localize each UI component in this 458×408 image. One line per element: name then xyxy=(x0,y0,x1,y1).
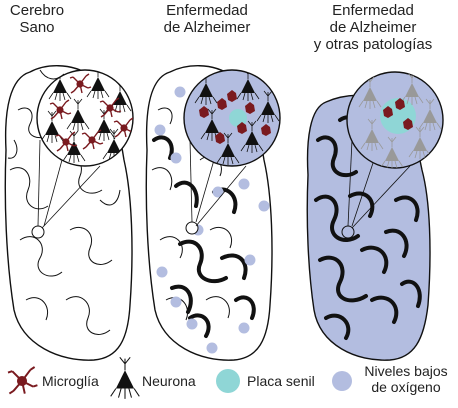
neuron-icon xyxy=(110,356,140,400)
microglia-icon xyxy=(7,366,39,395)
zoom-healthy xyxy=(36,69,134,229)
legend-label-low-oxygen: Niveles bajos de oxígeno xyxy=(364,363,448,395)
zoom-alzheimer-other xyxy=(346,71,444,229)
title-alzheimer-other: Enfermedad de Alzheimer y otras patologí… xyxy=(313,2,433,53)
low-oxygen-icon xyxy=(332,371,352,391)
legend-label-plaque: Placa senil xyxy=(247,373,315,389)
title-healthy-brain: Cerebro Sano xyxy=(9,2,65,36)
legend xyxy=(7,356,352,400)
legend-label-neuron: Neurona xyxy=(142,373,196,389)
plaque-icon xyxy=(216,369,240,393)
title-alzheimer: Enfermedad de Alzheimer xyxy=(163,2,251,36)
legend-label-microglia: Microglía xyxy=(42,373,99,389)
zoom-alzheimer xyxy=(183,69,281,227)
